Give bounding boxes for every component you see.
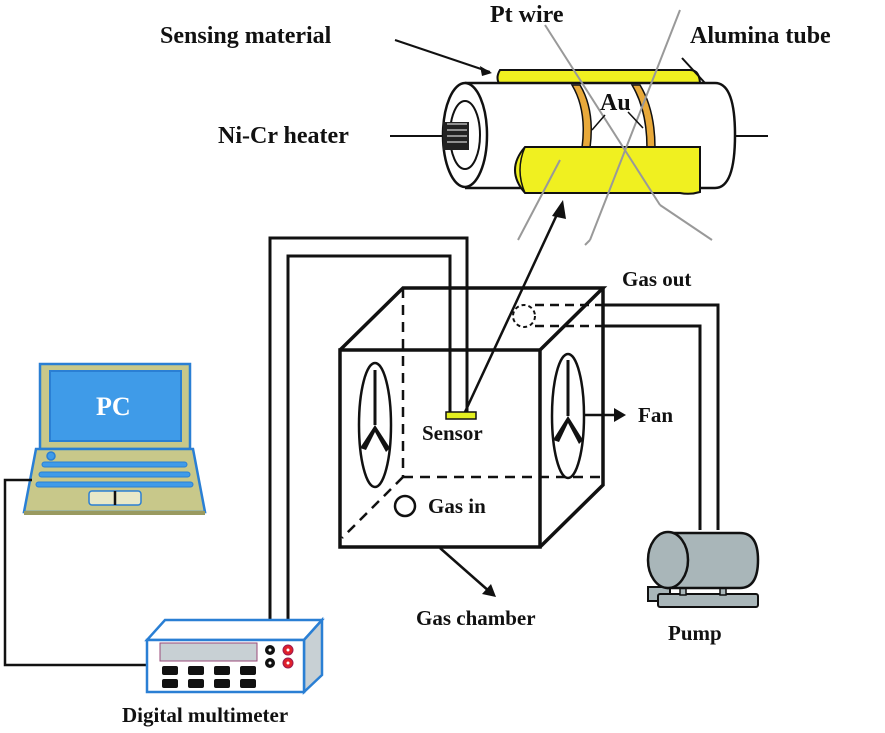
gas-in-port bbox=[393, 494, 417, 518]
multimeter-display bbox=[159, 642, 258, 662]
ni-cr-heater-coil-icon bbox=[443, 122, 469, 150]
sensor-chip bbox=[445, 411, 477, 420]
pump-icon bbox=[646, 530, 760, 608]
gas-chamber-label: Gas chamber bbox=[416, 606, 536, 630]
multimeter-buttons bbox=[162, 666, 256, 688]
gas-out-label: Gas out bbox=[622, 267, 691, 291]
fan-icon-left bbox=[357, 361, 393, 489]
pump-label: Pump bbox=[668, 621, 722, 645]
pc-laptop-icon bbox=[22, 362, 207, 515]
pt-wire-1 bbox=[544, 24, 661, 206]
zoom-arrow-head bbox=[552, 200, 566, 219]
gas-chamber bbox=[338, 286, 720, 597]
gas-chamber-front bbox=[338, 348, 542, 549]
pc-multimeter-cable bbox=[3, 478, 147, 667]
gas-in-label: Gas in bbox=[428, 494, 486, 518]
gas-out-port bbox=[512, 304, 536, 328]
alumina-tube-label: Alumina tube bbox=[690, 23, 831, 49]
gas-chamber-arrow-head bbox=[482, 584, 496, 597]
sensor-wires bbox=[268, 236, 469, 655]
pt-wire-label: Pt wire bbox=[490, 2, 564, 28]
digital-multimeter-icon bbox=[144, 616, 325, 695]
fan-label: Fan bbox=[638, 403, 673, 427]
ni-cr-heater-label: Ni-Cr heater bbox=[218, 123, 349, 149]
au-label: Au bbox=[600, 90, 631, 116]
pc-label: PC bbox=[96, 392, 131, 421]
fan-arrow-head bbox=[614, 408, 626, 422]
fan-icon-right bbox=[550, 352, 586, 480]
sensing-material-front bbox=[514, 146, 701, 195]
sensor-label: Sensor bbox=[422, 421, 483, 445]
pc-screen bbox=[49, 370, 182, 442]
sensor-element-detail bbox=[390, 9, 768, 246]
sensing-material-label: Sensing material bbox=[160, 23, 332, 49]
digital-multimeter-label: Digital multimeter bbox=[122, 703, 288, 727]
pt-wire-2 bbox=[589, 9, 681, 241]
